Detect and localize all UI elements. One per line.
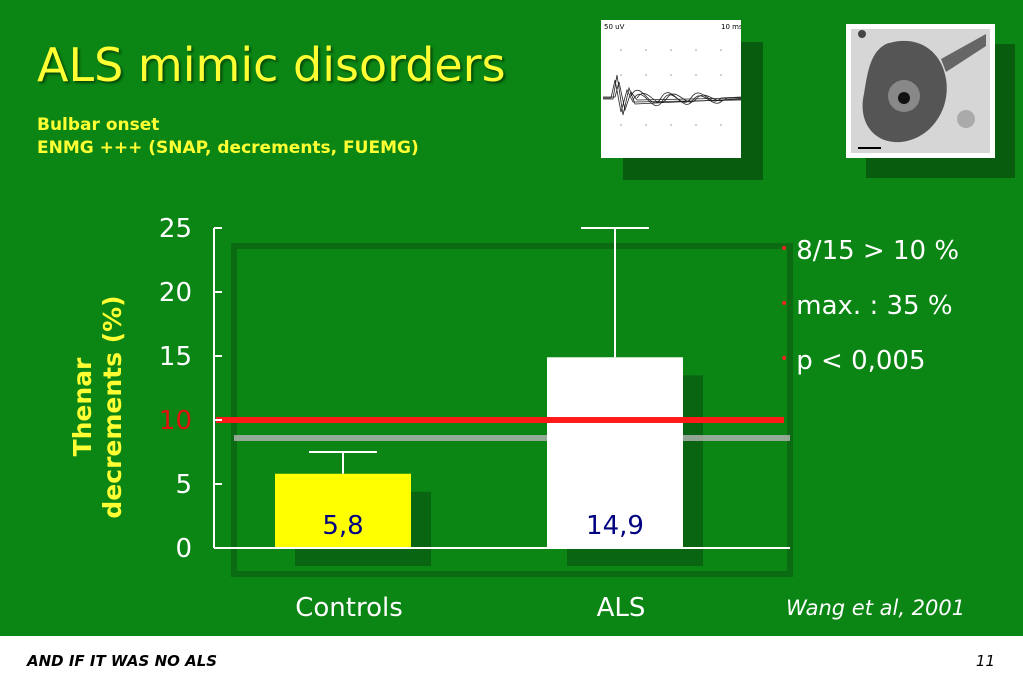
slide-title: ALS mimic disorders [37, 38, 506, 92]
bar-als [547, 357, 683, 548]
data-label-als: 14,9 [586, 511, 644, 541]
stats-list: • 8/15 > 10 % • max. : 35 % • p < 0,005 [780, 236, 959, 401]
stat-text: max. : 35 % [796, 291, 953, 321]
y-tick-label: 25 [159, 214, 192, 244]
emg-scale-left: 50 uV [604, 23, 625, 31]
stat-item: • p < 0,005 [780, 346, 959, 401]
y-tick-label: 10 [159, 406, 192, 436]
neuron-micrograph-image [846, 24, 995, 158]
footer-title: AND IF IT WAS NO ALS [27, 652, 218, 670]
emg-trace-image: 50 uV 10 ms [601, 20, 743, 158]
subtitle-line-1: Bulbar onset [37, 115, 160, 135]
bullet-icon: • [780, 296, 789, 312]
category-label-controls: Controls [295, 593, 403, 623]
page-number: 11 [975, 652, 995, 670]
emg-scale-right: 10 ms [721, 23, 741, 31]
slide: ALS mimic disorders Bulbar onset ENMG ++… [0, 0, 1023, 636]
data-label-controls: 5,8 [322, 511, 363, 541]
stat-text: p < 0,005 [796, 346, 926, 376]
y-tick-label: 20 [159, 278, 192, 308]
citation: Wang et al, 2001 [786, 596, 966, 620]
bullet-icon: • [780, 351, 789, 367]
plot-shadow [231, 243, 793, 577]
y-tick-label: 5 [175, 470, 192, 500]
category-label-als: ALS [597, 593, 646, 623]
footer-bar [0, 636, 1023, 682]
y-tick-label: 15 [159, 342, 192, 372]
y-tick-label: 0 [175, 534, 192, 564]
subtitle-line-2: ENMG +++ (SNAP, decrements, FUEMG) [37, 138, 419, 158]
stat-text: 8/15 > 10 % [796, 236, 960, 266]
stat-item: • 8/15 > 10 % [780, 236, 959, 291]
stat-item: • max. : 35 % [780, 291, 959, 346]
bar-controls [275, 473, 411, 548]
bullet-icon: • [780, 241, 789, 257]
